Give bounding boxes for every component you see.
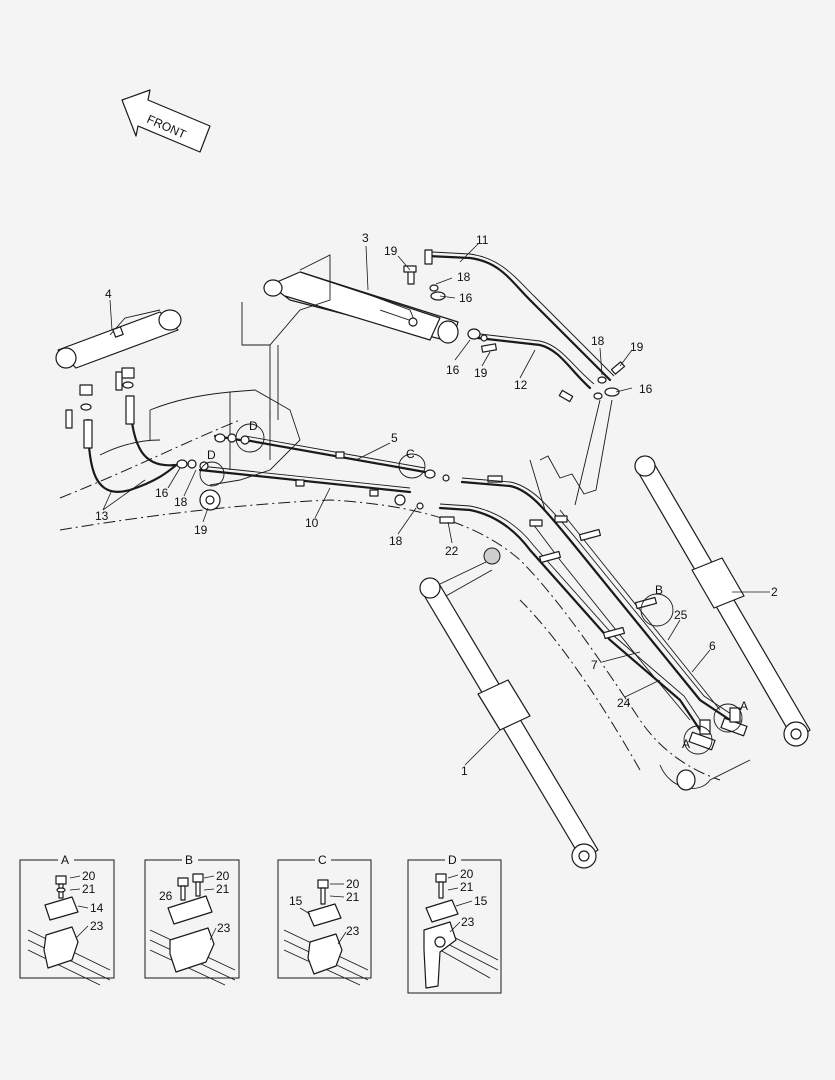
detail-b-title: B bbox=[185, 853, 193, 867]
detail-d-title: D bbox=[448, 853, 457, 867]
cylinder-part-2 bbox=[634, 455, 811, 747]
marker-a2: A bbox=[682, 737, 690, 751]
callout-19a: 19 bbox=[384, 244, 398, 258]
detail-c-label-21: 21 bbox=[346, 890, 360, 904]
detail-a-label-21: 21 bbox=[82, 882, 96, 896]
detail-d-label-23: 23 bbox=[461, 915, 475, 929]
leader-lines-upper bbox=[529, 399, 613, 511]
callout-7: 7 bbox=[591, 658, 598, 672]
detail-a-title: A bbox=[61, 853, 69, 867]
tube-part-12 bbox=[476, 333, 595, 390]
detail-d-label-20: 20 bbox=[460, 867, 474, 881]
callout-6: 6 bbox=[709, 639, 716, 653]
callout-16a: 16 bbox=[459, 291, 473, 305]
detail-c-label-20: 20 bbox=[346, 877, 360, 891]
front-arrow: FRONT bbox=[121, 89, 211, 153]
detail-d: D 20 21 15 23 bbox=[407, 853, 502, 994]
cylinder-part-3 bbox=[263, 271, 459, 344]
part-22-bracket bbox=[199, 489, 501, 597]
detail-d-label-21: 21 bbox=[460, 880, 474, 894]
callout-16b: 16 bbox=[446, 363, 460, 377]
callout-11: 11 bbox=[476, 233, 489, 247]
callout-5: 5 bbox=[391, 431, 398, 445]
marker-a1: A bbox=[740, 699, 748, 713]
detail-b-label-23: 23 bbox=[217, 921, 231, 935]
callout-18a: 18 bbox=[457, 270, 471, 284]
callout-10: 10 bbox=[305, 516, 319, 530]
detail-d-label-15: 15 bbox=[474, 894, 488, 908]
callout-4: 4 bbox=[105, 287, 112, 301]
callout-16c: 16 bbox=[639, 382, 653, 396]
detail-b-label-21: 21 bbox=[216, 882, 230, 896]
callout-24: 24 bbox=[617, 696, 631, 710]
callout-19d: 19 bbox=[194, 523, 208, 537]
marker-d: D bbox=[207, 448, 216, 462]
marker-b: B bbox=[655, 583, 663, 597]
tube-part-11 bbox=[424, 249, 615, 382]
callout-22: 22 bbox=[445, 544, 459, 558]
detail-c-label-15: 15 bbox=[289, 894, 303, 908]
detail-c: C 20 21 15 23 bbox=[277, 853, 372, 986]
callout-labels: 1 2 3 4 5 6 7 10 11 12 13 16 16 16 16 18… bbox=[95, 231, 778, 778]
detail-c-label-23: 23 bbox=[346, 924, 360, 938]
tubes-part-6-7-24-25 bbox=[438, 477, 748, 751]
detail-b-label-26: 26 bbox=[159, 889, 173, 903]
callout-1: 1 bbox=[461, 764, 468, 778]
callout-18b: 18 bbox=[591, 334, 605, 348]
callout-19c: 19 bbox=[474, 366, 488, 380]
detail-a-label-20: 20 bbox=[82, 869, 96, 883]
cylinder-part-4 bbox=[55, 309, 182, 369]
callout-18d: 18 bbox=[389, 534, 403, 548]
detail-a: A 20 21 14 23 bbox=[19, 853, 115, 986]
marker-c: C bbox=[406, 447, 415, 461]
cylinder-part-1 bbox=[419, 577, 599, 869]
fittings-upper bbox=[403, 265, 626, 403]
marker-d2: D bbox=[249, 419, 258, 433]
callout-3: 3 bbox=[362, 231, 369, 245]
detail-c-title: C bbox=[318, 853, 327, 867]
detail-a-label-14: 14 bbox=[90, 901, 104, 915]
boom-outline bbox=[59, 389, 751, 791]
callout-25: 25 bbox=[674, 608, 688, 622]
callout-16d: 16 bbox=[155, 486, 169, 500]
callout-18c: 18 bbox=[174, 495, 188, 509]
leader-box-3 bbox=[241, 254, 331, 420]
detail-a-label-23: 23 bbox=[90, 919, 104, 933]
detail-b: B 20 26 21 23 bbox=[144, 853, 240, 986]
callout-19b: 19 bbox=[630, 340, 644, 354]
callout-13: 13 bbox=[95, 509, 109, 523]
detail-b-label-20: 20 bbox=[216, 869, 230, 883]
callout-leaders bbox=[102, 243, 770, 766]
hoses-part-13 bbox=[65, 367, 182, 493]
section-circles bbox=[199, 423, 743, 755]
callout-2: 2 bbox=[771, 585, 778, 599]
callout-12: 12 bbox=[514, 378, 528, 392]
